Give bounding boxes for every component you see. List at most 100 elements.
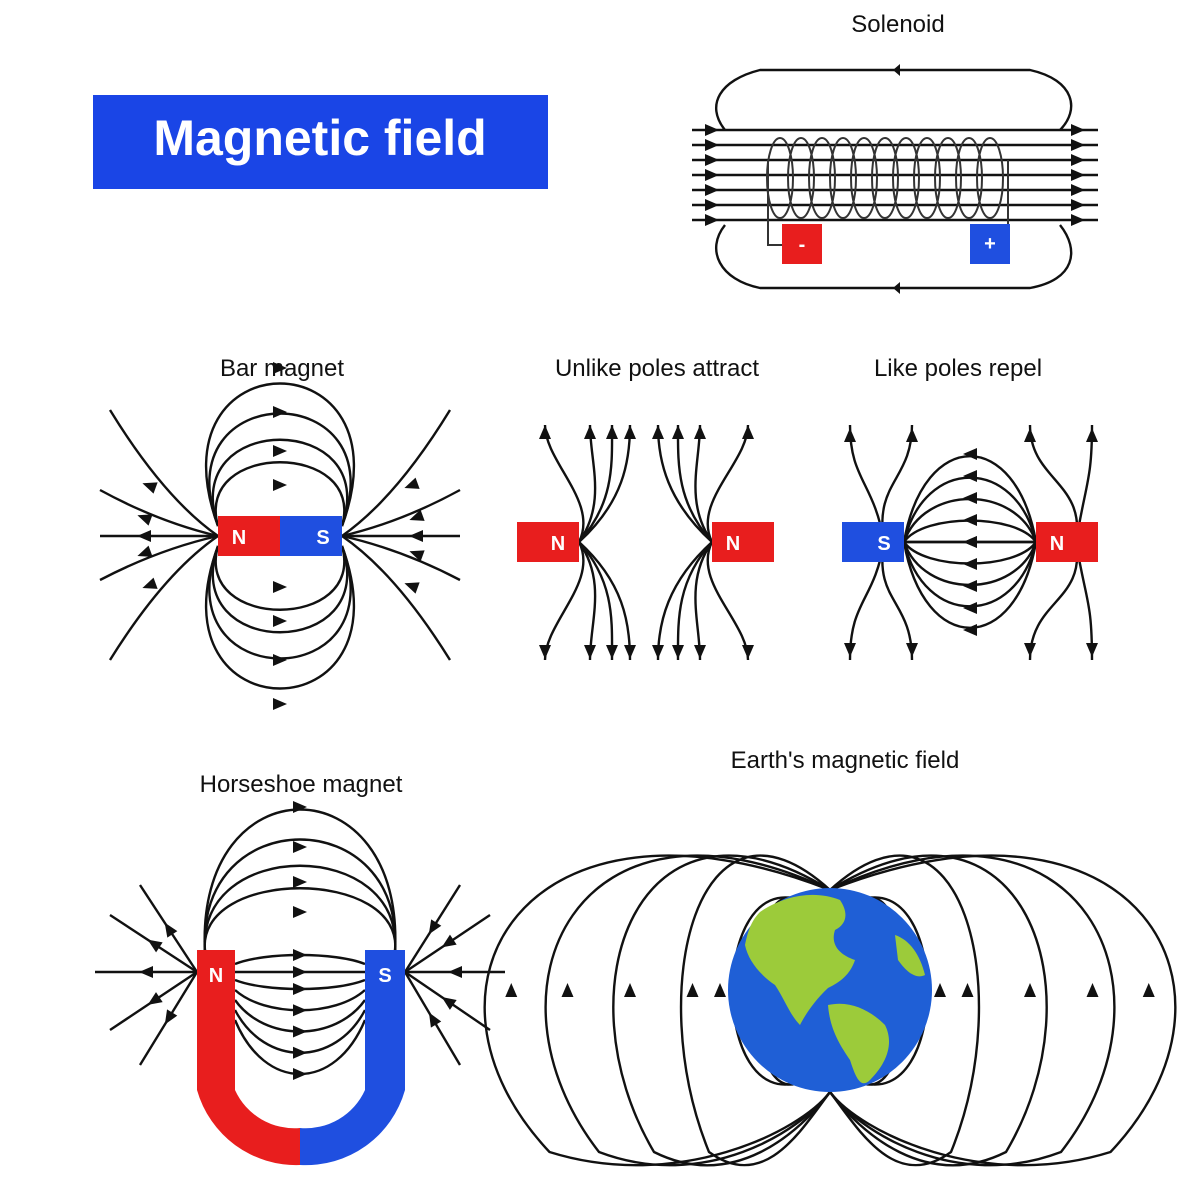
arrowhead [505, 983, 518, 997]
arrowhead [561, 983, 574, 997]
arrowhead [961, 983, 974, 997]
arrowhead [293, 1046, 307, 1059]
arrowhead [1071, 139, 1085, 151]
arrowhead [147, 939, 163, 953]
arrowhead [906, 643, 918, 657]
arrowhead [606, 645, 618, 659]
arrowhead [539, 645, 551, 659]
field-line [578, 424, 632, 543]
unlike-left-magnet [517, 522, 579, 562]
coil-turn [955, 137, 983, 219]
unlike-right-pole-label: N [726, 533, 740, 555]
field-line [214, 545, 346, 611]
coil-turn [787, 137, 815, 219]
field-line [211, 438, 349, 527]
arrowhead [1024, 428, 1036, 442]
bar-north-pole [218, 516, 280, 556]
arrowhead [273, 654, 287, 666]
bar-magnet-panel: Bar magnet N S [99, 355, 461, 710]
arrowhead [584, 425, 596, 439]
earth-panel: Earth's magnetic field [483, 747, 1177, 1167]
arrowhead [705, 154, 719, 166]
horseshoe-field-lines [95, 801, 505, 1080]
field-line [544, 854, 831, 1167]
title-banner: Magnetic field [93, 95, 548, 189]
horseshoe-label: Horseshoe magnet [200, 771, 403, 798]
arrowhead [137, 530, 151, 542]
arrowhead [273, 615, 287, 627]
arrowhead [584, 645, 596, 659]
arrowhead [1071, 199, 1085, 211]
positive-terminal [970, 224, 1010, 264]
title-banner-bg [93, 95, 548, 189]
arrowhead [694, 425, 706, 439]
arrowhead [273, 581, 287, 593]
field-line [108, 409, 219, 537]
coil-turn [850, 137, 878, 219]
arrowhead [142, 482, 158, 494]
solenoid-panel: Solenoid - + [692, 11, 1098, 294]
arrowhead [293, 949, 307, 961]
arrowhead [409, 550, 425, 562]
arrowhead [404, 477, 420, 489]
field-line [203, 838, 397, 953]
horseshoe-north-label: N [209, 965, 223, 987]
bar-south-label: S [316, 527, 329, 549]
negative-terminal [782, 224, 822, 264]
arrowhead [934, 983, 946, 997]
arrowhead [142, 577, 158, 589]
field-line [341, 409, 452, 537]
arrowhead [273, 445, 287, 457]
like-left-pole-label: S [877, 533, 890, 555]
field-line [208, 545, 352, 660]
field-line [234, 989, 366, 1012]
coil-turn [829, 137, 857, 219]
arrowhead [705, 184, 719, 196]
bar-magnet-field-lines [99, 362, 461, 710]
earth-label: Earth's magnetic field [731, 747, 960, 774]
coil-turn [913, 137, 941, 219]
arrowhead [137, 545, 153, 557]
field-line [233, 1019, 367, 1076]
arrowhead [606, 425, 618, 439]
coil-turn [892, 137, 920, 219]
field-line [234, 999, 366, 1033]
arrowhead [624, 425, 636, 439]
like-right-pole-label: N [1050, 533, 1064, 555]
arrowhead [273, 698, 287, 710]
arrowhead [293, 906, 307, 918]
bar-north-label: N [232, 527, 246, 549]
arrowhead [686, 983, 699, 997]
unlike-left-pole-label: N [551, 533, 565, 555]
arrowhead [164, 922, 178, 938]
field-line [578, 541, 632, 661]
arrowhead [441, 997, 457, 1010]
arrowhead [742, 425, 754, 439]
africa-edge-landmass [895, 935, 925, 977]
field-line [903, 541, 1037, 565]
arrowhead [293, 1004, 307, 1017]
arrowhead [705, 199, 719, 211]
field-line [341, 534, 461, 582]
arrowhead [428, 1012, 442, 1028]
arrowhead [1086, 643, 1098, 657]
field-line [214, 461, 346, 527]
arrowhead [539, 425, 551, 439]
like-poles-panel: Like poles repel S N [842, 355, 1098, 661]
arrowhead [963, 536, 977, 548]
horseshoe-south-arm [300, 950, 405, 1166]
field-line [341, 535, 452, 661]
arrowhead [963, 448, 977, 460]
like-right-magnet [1036, 522, 1098, 562]
field-line [829, 854, 1116, 1167]
arrowhead [652, 425, 664, 439]
north-america-landmass [745, 894, 855, 1025]
field-line [656, 424, 713, 543]
earth-field-lines [483, 854, 1177, 1167]
arrowhead [652, 645, 664, 659]
arrowhead [1086, 428, 1098, 442]
negative-terminal-label: - [799, 234, 806, 256]
arrowhead [893, 64, 900, 76]
solenoid-inner-field [692, 124, 1098, 226]
positive-terminal-label: + [984, 233, 996, 255]
